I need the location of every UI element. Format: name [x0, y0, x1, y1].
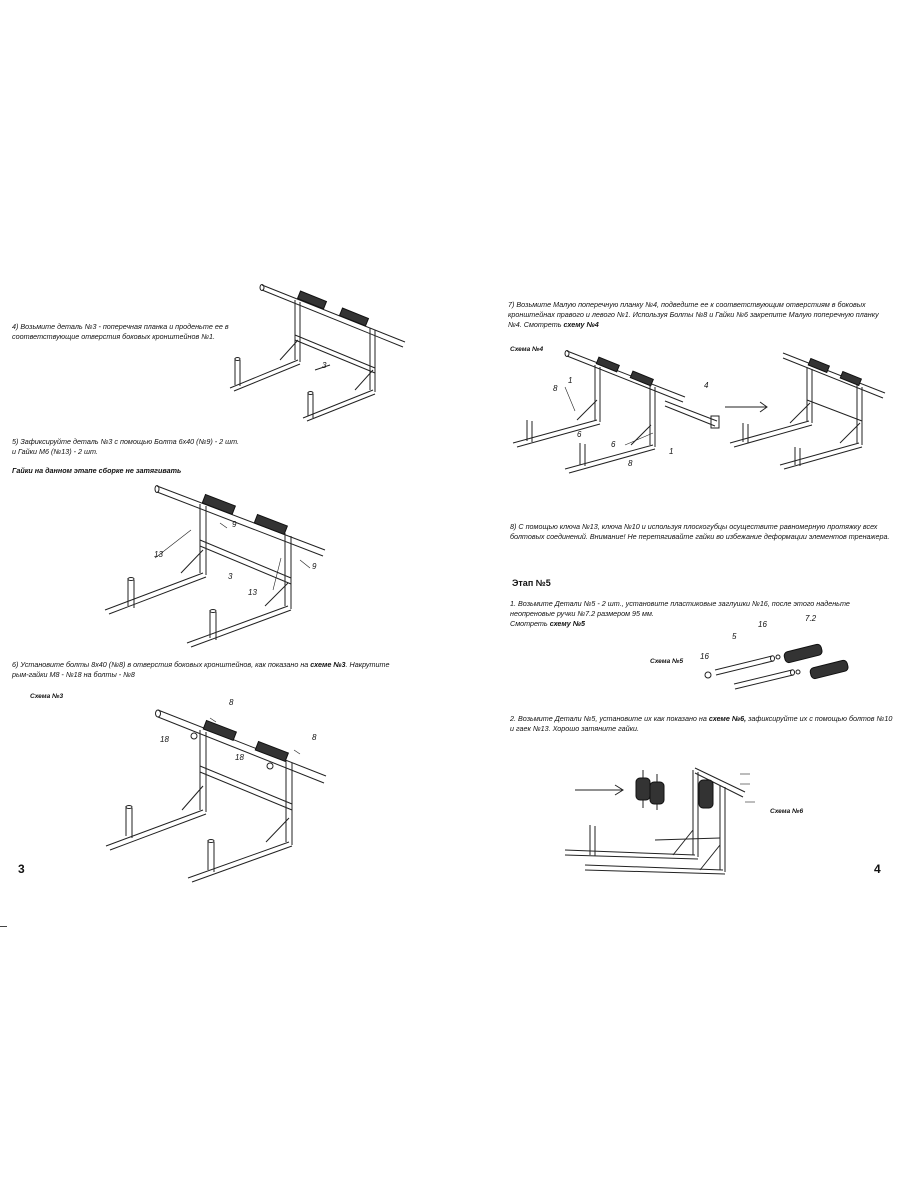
stage5-step2-main: 2. Возьмите Детали №5, установите их как… [510, 714, 709, 723]
page-edge-mark [0, 926, 7, 927]
step4-text: 4) Возьмите деталь №3 - поперечная планк… [12, 322, 229, 341]
fig3-callout: 18 [160, 735, 169, 744]
fig5-callout: 16 [758, 620, 767, 629]
fig4-callout: 8 [553, 384, 558, 393]
step5-text: 5) Зафиксируйте деталь №3 с помощью Болт… [12, 437, 239, 456]
step6-rest: . Накрутите рым-гайки М8 - №18 на болты … [12, 660, 390, 679]
scheme3-label: Схема №3 [30, 693, 64, 700]
fig5-callout: 7.2 [805, 614, 817, 623]
scheme4-label: Схема №4 [510, 346, 544, 353]
step7-scheme-ref: схему №4 [563, 320, 599, 329]
stage5-step2-scheme-ref: схеме №6, [708, 714, 747, 723]
fig2-callout: 9 [312, 562, 317, 571]
stage5-title: Этап №5 [512, 578, 551, 588]
fig3-callout: 8 [312, 733, 317, 742]
fig2-callout: 3 [228, 572, 233, 581]
stage5-step2-rest: зафиксируйте их с помощью болтов №10 и г… [510, 714, 893, 733]
stage5-step1-main: 1. Возьмите Детали №5 - 2 шт., установит… [510, 599, 850, 628]
fig4-callout: 4 [704, 381, 709, 390]
fig4-callout: 1 [568, 376, 573, 385]
step7-text: 7) Возьмите Малую поперечную планку №4, … [508, 300, 893, 330]
stage5-step1-text: 1. Возьмите Детали №5 - 2 шт., установит… [510, 599, 895, 629]
scheme5-label: Схема №5 [650, 658, 684, 665]
fig2-callout: 9 [232, 520, 237, 529]
figure-scheme6 [564, 767, 755, 875]
step6-scheme-ref: схеме №3 [310, 660, 346, 669]
warning-text: Гайки на данном этапе сборке не затягива… [12, 466, 182, 475]
fig2-callout: 13 [248, 588, 257, 597]
fig4-callout: 1 [669, 447, 674, 456]
step6-main: 6) Установите болты 8x40 (№8) в отверсти… [12, 660, 311, 669]
figure-crossbar-insert [229, 284, 406, 422]
figure-scheme3 [105, 709, 327, 883]
figure-crossbar-fixed [104, 485, 326, 648]
fig2-callout: 13 [154, 550, 163, 559]
fig3-callout: 8 [229, 698, 234, 707]
figure-scheme4 [512, 350, 886, 474]
fig4-callout: 8 [628, 459, 633, 468]
fig4-callout: 6 [577, 430, 582, 439]
step6-text: 6) Установите болты 8x40 (№8) в отверсти… [12, 660, 412, 680]
fig5-callout: 16 [700, 652, 709, 661]
step8-text: 8) С помощью ключа №13, ключа №10 и испо… [510, 522, 890, 541]
page-number-right: 4 [874, 862, 881, 876]
step7-main: 7) Возьмите Малую поперечную планку №4, … [508, 300, 879, 329]
fig4-callout: 6 [611, 440, 616, 449]
fig1-callout: 3 [322, 361, 327, 370]
page-number-left: 3 [18, 862, 25, 876]
figure-scheme5 [704, 643, 849, 690]
stage5-step1-scheme-ref: схему №5 [549, 619, 585, 628]
scheme6-label: Схема №6 [770, 808, 804, 815]
fig3-callout: 18 [235, 753, 244, 762]
stage5-step2-text: 2. Возьмите Детали №5, установите их как… [510, 714, 895, 734]
fig5-callout: 5 [732, 632, 737, 641]
